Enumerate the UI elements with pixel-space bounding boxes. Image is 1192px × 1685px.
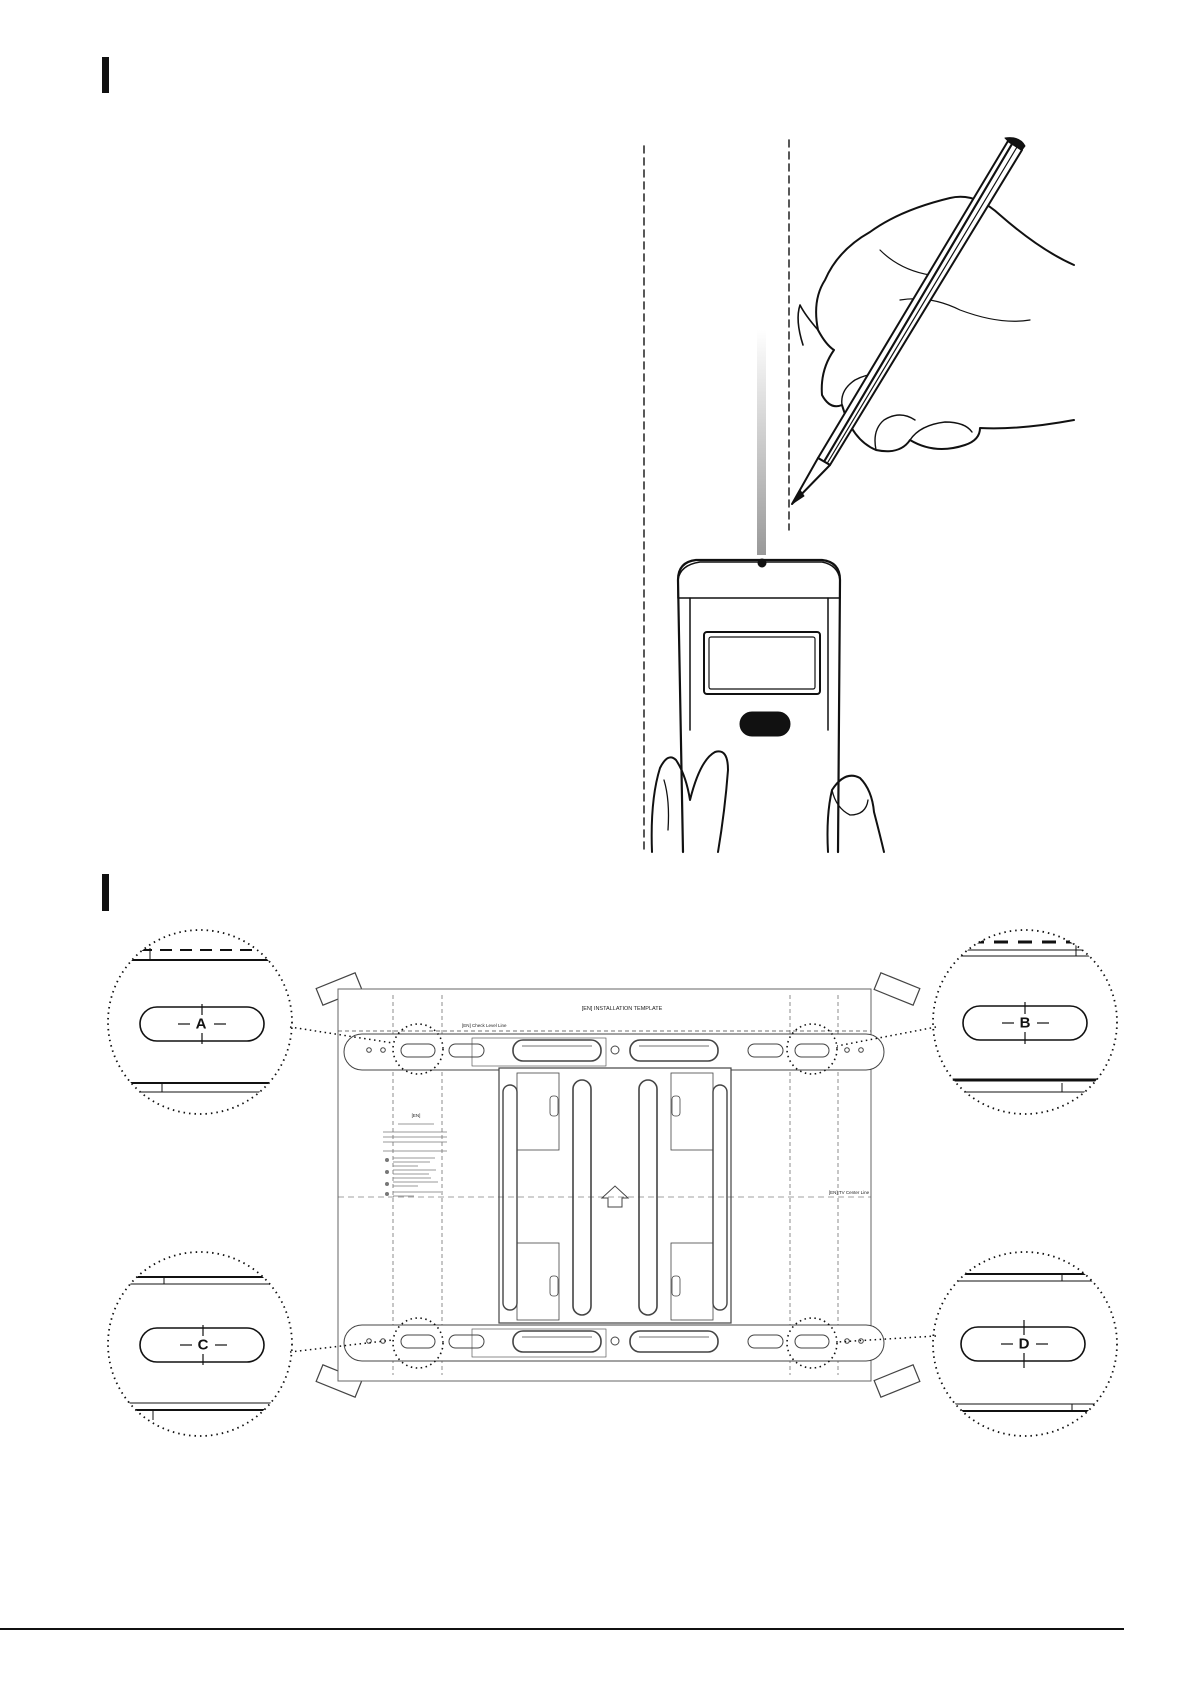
tv-center-line-label: [EN] TV Center Line bbox=[829, 1190, 870, 1195]
stud-finder-indicator-dot bbox=[758, 559, 766, 567]
stud-finder-illustration bbox=[644, 138, 1074, 852]
instruction-lang-label: [EN] bbox=[412, 1113, 421, 1118]
tape-top-right bbox=[874, 973, 920, 1005]
stud-finder-device bbox=[678, 560, 840, 852]
callout-a: A bbox=[100, 930, 300, 1114]
stud-finder-button bbox=[740, 712, 790, 736]
callout-label-a: A bbox=[196, 1016, 207, 1033]
callout-b: B bbox=[930, 930, 1120, 1114]
callout-label-d: D bbox=[1019, 1336, 1030, 1353]
template-title: [EN] INSTALLATION TEMPLATE bbox=[582, 1006, 663, 1012]
tape-bottom-right bbox=[874, 1365, 920, 1397]
bottom-bracket-outline bbox=[344, 1325, 884, 1361]
callout-d: D bbox=[930, 1252, 1120, 1436]
laser-beam bbox=[757, 330, 766, 555]
installation-template: [EN] INSTALLATION TEMPLATE [EN] Check Le… bbox=[316, 973, 920, 1397]
footer-rule bbox=[0, 1628, 1124, 1630]
check-level-line-label: [EN] Check Level Line bbox=[462, 1023, 507, 1028]
top-bracket-outline bbox=[344, 1034, 884, 1070]
callout-label-c: C bbox=[198, 1337, 209, 1354]
callout-c: C bbox=[100, 1252, 300, 1436]
callout-label-b: B bbox=[1020, 1015, 1031, 1032]
